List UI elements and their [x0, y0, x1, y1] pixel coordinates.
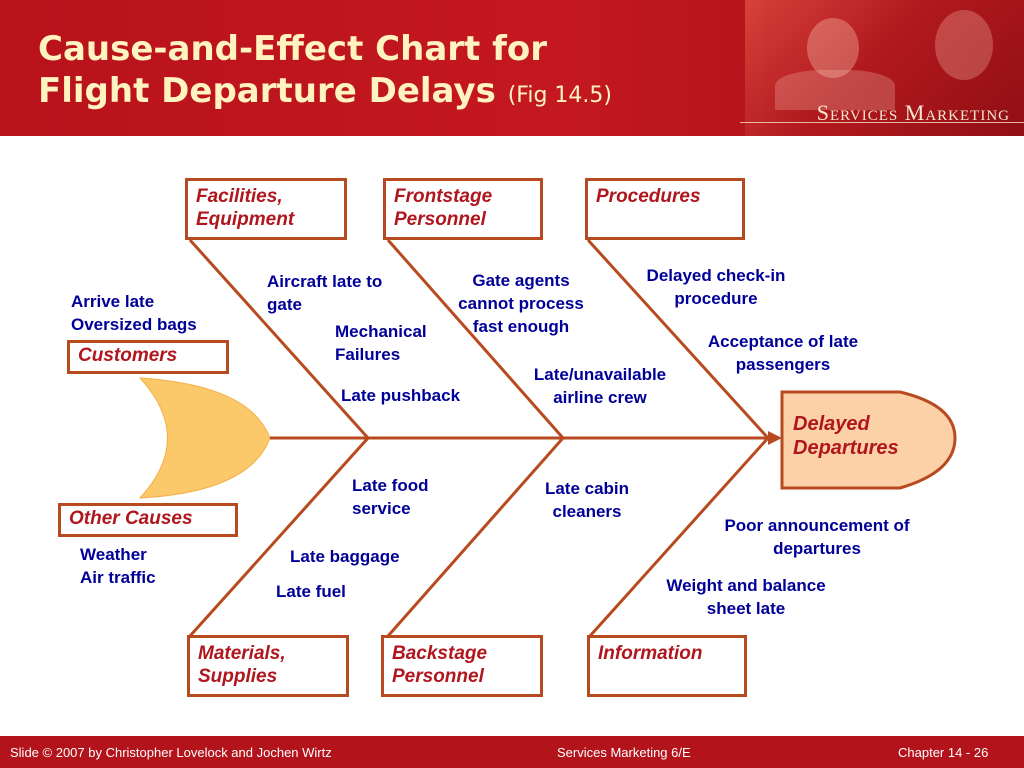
- cause-aircraft-late: Aircraft late to gate: [267, 272, 383, 314]
- cause-mechanical: Mechanical Failures: [335, 322, 427, 364]
- category-other-causes-box: Other Causes: [58, 503, 238, 537]
- cause-weight-balance: Weight and balance sheet late: [666, 576, 826, 618]
- category-information-box: Information: [587, 635, 747, 697]
- title-line-2: Flight Departure Delays (Fig 14.5): [38, 70, 612, 117]
- brand-logo-text: Services Marketing: [816, 100, 1010, 125]
- cause-other: Weather Air traffic: [80, 545, 156, 587]
- effect-label: Delayed Departures: [793, 413, 899, 459]
- cause-customers: Arrive late Oversized bags: [71, 292, 197, 334]
- cause-late-pushback: Late pushback: [341, 386, 461, 405]
- cause-late-crew: Late/unavailable airline crew: [533, 365, 667, 407]
- footer-page: Chapter 14 - 26: [898, 745, 989, 760]
- cause-delayed-checkin: Delayed check-in procedure: [646, 266, 786, 308]
- cause-late-baggage: Late baggage: [290, 547, 400, 566]
- cause-late-passengers: Acceptance of late passengers: [707, 332, 859, 374]
- footer-copyright: Slide © 2007 by Christopher Lovelock and…: [10, 745, 332, 760]
- rib-frontstage: [386, 239, 565, 439]
- brand-divider: [740, 122, 1024, 123]
- cause-poor-announcement: Poor announcement of departures: [724, 516, 910, 558]
- photo-person-right: [935, 10, 993, 80]
- category-materials-box: Materials, Supplies: [187, 635, 349, 697]
- rib-information: [588, 436, 770, 638]
- cause-late-food: Late food service: [352, 476, 429, 518]
- rib-facilities: [188, 238, 370, 440]
- cause-late-cabin: Late cabin cleaners: [544, 479, 630, 521]
- rib-procedures: [586, 238, 770, 440]
- effect-shape: [780, 390, 957, 490]
- photo-person-left: [807, 18, 859, 78]
- footer-book: Services Marketing 6/E: [557, 745, 691, 760]
- category-facilities-box: Facilities, Equipment: [185, 178, 347, 240]
- category-frontstage-box: Frontstage Personnel: [383, 178, 543, 240]
- cause-gate-agents: Gate agents cannot process fast enough: [458, 271, 584, 336]
- cause-late-fuel: Late fuel: [276, 582, 346, 601]
- category-procedures-box: Procedures: [585, 178, 745, 240]
- category-customers-box: Customers: [67, 340, 229, 374]
- title-line-1: Cause-and-Effect Chart for: [38, 29, 548, 69]
- header-banner: Cause-and-Effect Chart for Flight Depart…: [0, 0, 1024, 136]
- rib-materials: [188, 436, 370, 638]
- spine-arrowhead: [768, 431, 782, 445]
- header-photo: [745, 0, 1024, 136]
- fish-tail-shape: [138, 377, 271, 499]
- title-line-2-text: Flight Departure Delays: [38, 71, 496, 111]
- rib-backstage: [386, 437, 565, 637]
- title-fig: (Fig 14.5): [507, 83, 612, 108]
- photo-desk: [775, 70, 895, 110]
- footer-bar: Slide © 2007 by Christopher Lovelock and…: [0, 736, 1024, 768]
- category-backstage-box: Backstage Personnel: [381, 635, 543, 697]
- page-title: Cause-and-Effect Chart for Flight Depart…: [38, 28, 612, 117]
